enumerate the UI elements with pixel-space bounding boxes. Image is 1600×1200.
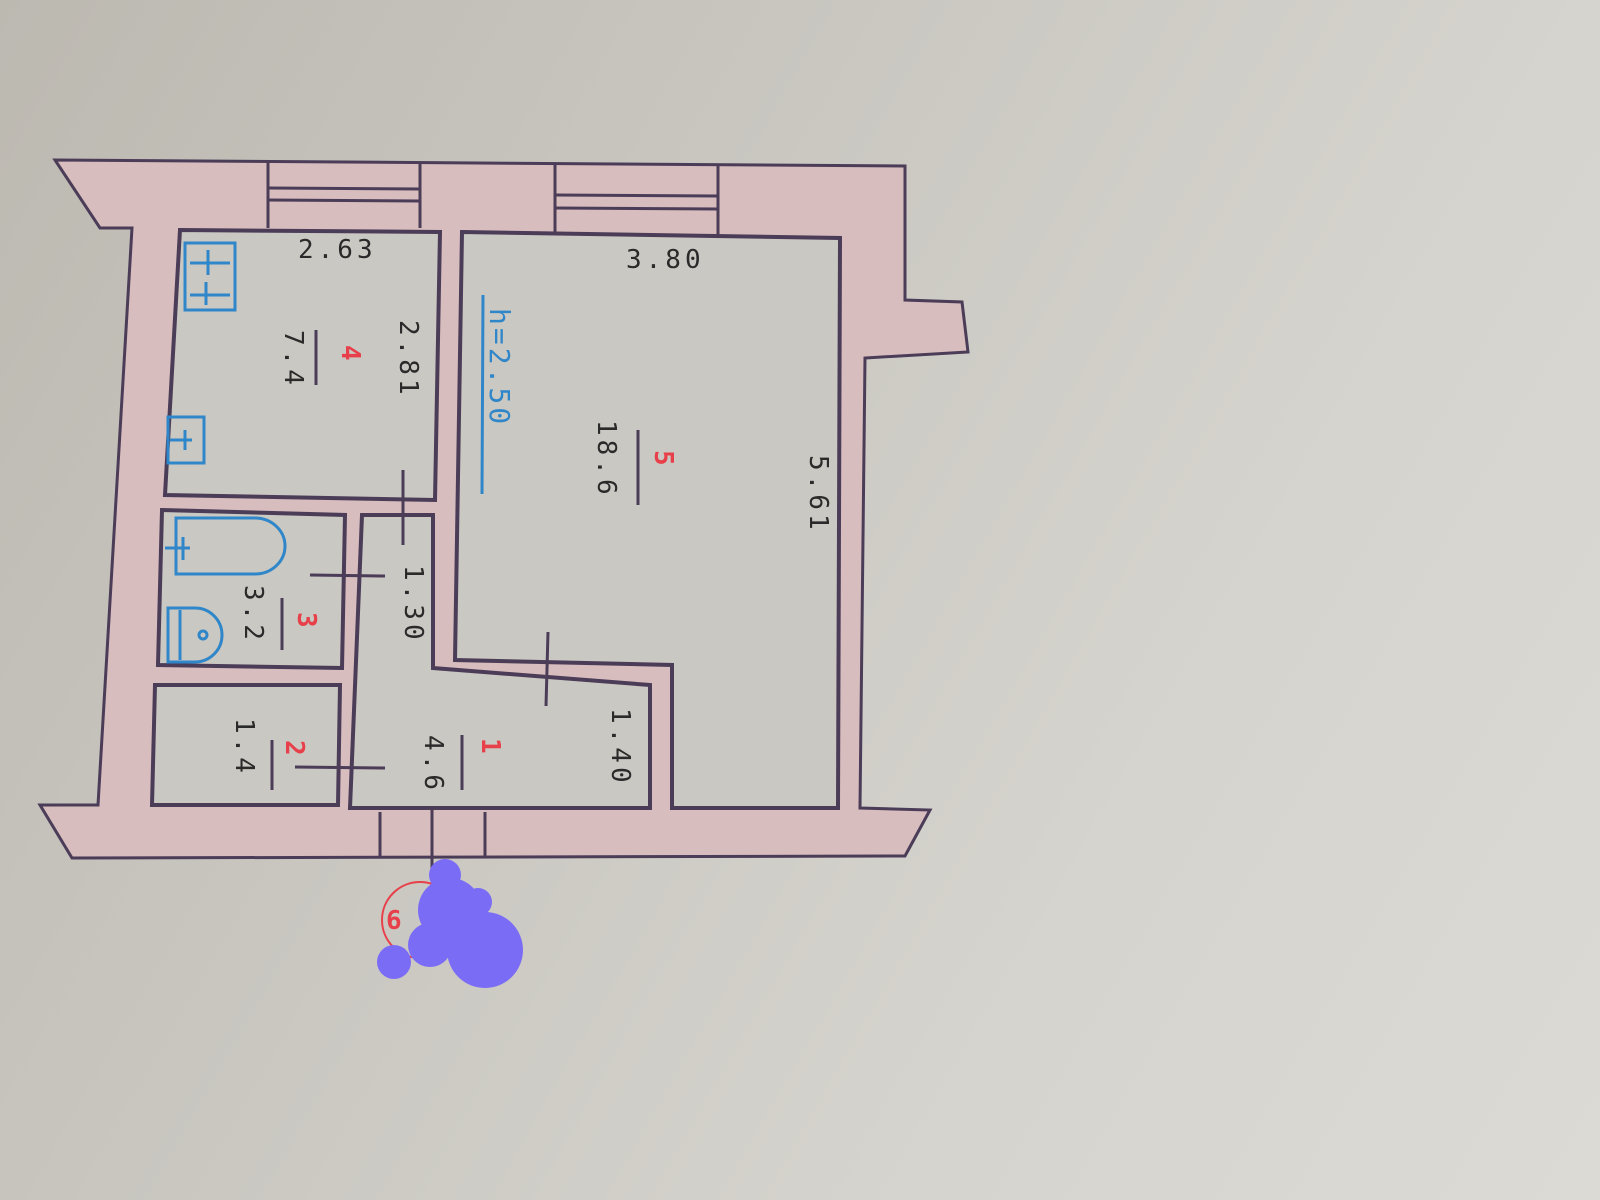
room-5 — [452, 229, 843, 810]
stamp-number: 6 — [386, 906, 402, 936]
bathtub-icon — [165, 516, 287, 576]
area-room-3: 3.2 — [238, 585, 268, 644]
dim-kitchen-length: 2.81 — [393, 320, 423, 399]
area-room-1: 4.6 — [418, 735, 448, 794]
room-3-bathroom — [155, 507, 348, 671]
number-room-5: 5 — [648, 450, 678, 466]
door-marks — [294, 470, 550, 770]
number-room-2: 2 — [279, 740, 309, 756]
number-room-3: 3 — [291, 612, 321, 628]
dim-kitchen-width: 2.63 — [298, 235, 377, 265]
toilet-icon — [166, 606, 224, 664]
area-room-4: 7.4 — [278, 330, 308, 389]
window-room-5 — [553, 164, 720, 236]
stove-icon — [183, 241, 237, 312]
ceiling-height: h=2.50 — [483, 308, 516, 427]
area-room-5: 18.6 — [591, 420, 621, 499]
room-1-corridor — [347, 513, 652, 810]
dim-corridor-length: 1.30 — [398, 565, 428, 644]
number-room-4: 4 — [335, 345, 365, 361]
number-room-1: 1 — [475, 738, 505, 754]
dim-corridor-width: 1.40 — [605, 708, 635, 787]
sink-icon — [166, 415, 206, 465]
window-kitchen — [266, 160, 422, 228]
area-room-2: 1.4 — [229, 718, 259, 777]
redaction-blob — [377, 859, 523, 988]
dim-room-5-length: 5.61 — [803, 455, 833, 534]
room-2 — [149, 683, 343, 807]
dim-room-5-width: 3.80 — [626, 245, 705, 275]
